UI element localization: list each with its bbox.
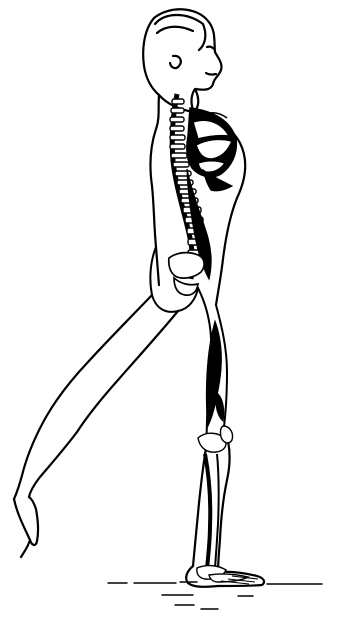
- anatomy-illustration-canvas: [0, 0, 341, 626]
- figure-svg: [0, 0, 341, 626]
- background: [0, 0, 341, 626]
